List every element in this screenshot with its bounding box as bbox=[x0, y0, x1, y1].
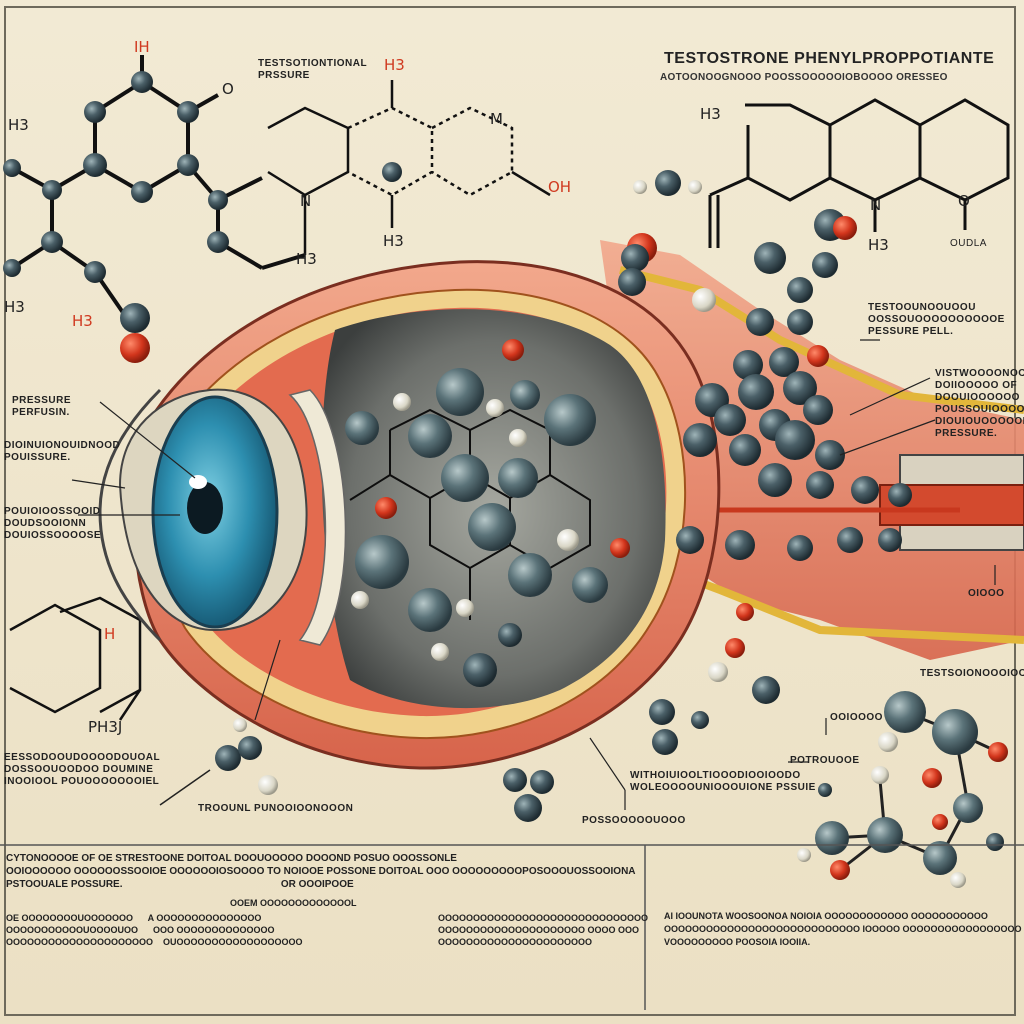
label-o-right: O bbox=[958, 192, 970, 210]
callout-bottom-right-1: TESTSOIONOOOIOOONN bbox=[920, 668, 1024, 679]
structure-top-middle bbox=[267, 80, 551, 255]
footer-col1b: OOEM OOOOOOOOOOOOOL bbox=[230, 898, 357, 908]
internal-molecule-atoms bbox=[345, 339, 608, 687]
label-h3-red: H3 bbox=[72, 312, 93, 330]
label-h3-right-low: H3 bbox=[868, 236, 889, 254]
callout-right-3: OIOOO bbox=[968, 588, 1005, 599]
callout-right-1: TESTOOUNOOUOOU OOSSOUOOOOOOOOOOE PESSURE… bbox=[868, 302, 1005, 337]
diagram-subtitle: AOTOONOOGNOOO POOSSOOOOOIOBOOOO ORESSEO bbox=[660, 72, 948, 83]
label-o-top-left: O bbox=[222, 80, 234, 98]
diagram-title: TESTOSTRONE PHENYLPROPPOTIANTE bbox=[664, 50, 995, 67]
callout-bottom-mid: WITHOIUIOOLTIOOODIOOIOODO WOLEOOOOUNIOOO… bbox=[630, 770, 816, 793]
eyeball bbox=[98, 260, 721, 770]
internal-molecule-bonds bbox=[349, 408, 591, 620]
label-ph-bottom-left: PH3J bbox=[88, 718, 123, 736]
footer-col1c: OE OOOOOOOOUOOOOOOO A OOOOOOOOOOOOOOO OO… bbox=[6, 913, 303, 947]
label-top-middle: TESTSOTIONTIONAL PRSSURE bbox=[258, 58, 368, 81]
molecule-cluster-right bbox=[610, 209, 912, 755]
label-h3-left: H3 bbox=[8, 116, 29, 134]
footer-col3: AI IOOUNOTA WOOSOONOA NOIOIA OOOOOOOOOOO… bbox=[664, 911, 1022, 947]
footer-col2: OOOOOOOOOOOOOOOOOOOOOOOOOOOOOO OOOOOOOOO… bbox=[438, 913, 649, 947]
label-n-right: N bbox=[870, 196, 882, 214]
molecule-bottom-left bbox=[159, 718, 278, 806]
callout-left-3: POUIOIOOSSOOID DOUDSOOIONN DOUIOSSOOOOSE bbox=[4, 506, 102, 541]
footer-dividers bbox=[0, 844, 1024, 1010]
molecule-bottom-right-atoms bbox=[797, 691, 1008, 888]
label-h3-bottom: H3 bbox=[4, 298, 25, 316]
structure-top-left-atoms bbox=[3, 71, 229, 363]
callout-bottom-right-3: POTROUOOE bbox=[790, 755, 860, 766]
label-ih: IH bbox=[134, 38, 150, 56]
structure-top-right bbox=[708, 98, 1010, 248]
structure-top-right-atoms bbox=[633, 170, 702, 196]
callout-right-2: VISTWOOOONOOOUON DOIIOOOOO OF DOOUIOOOOO… bbox=[935, 368, 1024, 439]
label-h3-mid-bottom: H3 bbox=[383, 232, 404, 250]
label-h3-top-right: H3 bbox=[700, 105, 721, 123]
label-h-bottom-left: H bbox=[104, 625, 116, 643]
callout-bottom-left-small: TROOUNL PUNOOIOONOOON bbox=[198, 803, 354, 814]
leader-lines bbox=[71, 339, 996, 810]
label-h3-mid-left: H3 bbox=[296, 250, 317, 268]
structure-bottom-left bbox=[9, 596, 142, 721]
label-h3-top-mid: H3 bbox=[384, 56, 405, 74]
callout-bottom-right-2: OOIOOOO bbox=[830, 712, 883, 723]
callout-left-1: PRESSURE PERFUSIN. bbox=[12, 395, 72, 418]
label-oudla: OUDLA bbox=[950, 238, 987, 249]
callout-left-2: DIOINUIONOUIDNOOD POUISSURE. bbox=[4, 440, 121, 463]
label-m: M bbox=[490, 110, 503, 128]
callout-bottom-center: POSSOOOOOUOOO bbox=[582, 815, 686, 826]
label-oh: OH bbox=[548, 178, 572, 196]
molecule-bottom-center bbox=[503, 768, 554, 822]
label-n: N bbox=[300, 192, 312, 210]
callout-left-bottom: EESSODOOUDOOOODOUOAL DOSSOOUOODOO DOUMIN… bbox=[4, 752, 161, 787]
footer-col1: CYTONOOOOE OF OE STRESTOONE DOITOAL DOOU… bbox=[6, 853, 636, 890]
